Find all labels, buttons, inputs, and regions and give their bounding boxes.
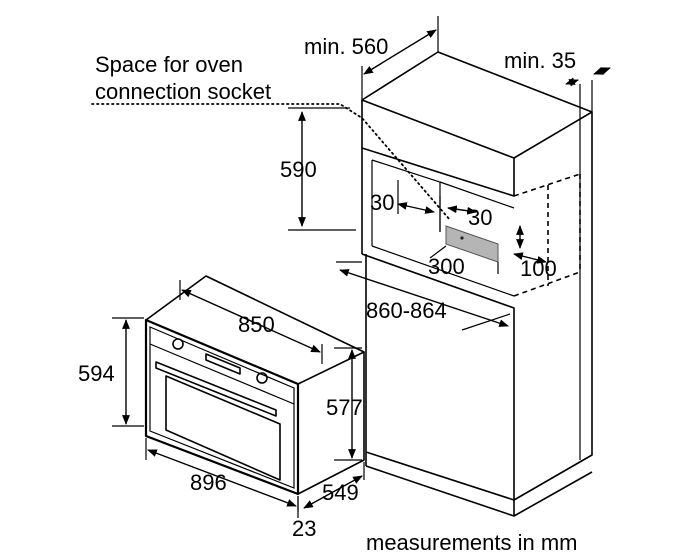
dim-oven-depth: 549 [322, 480, 359, 505]
tall-cabinet [361, 51, 593, 517]
dimension-lines [112, 16, 611, 518]
dim-socket-right: 30 [468, 205, 492, 230]
dim-cabinet-min-35: min. 35 [504, 48, 576, 73]
dim-oven-top-width: 850 [238, 312, 275, 337]
dim-socket-left: 30 [370, 190, 394, 215]
dim-oven-width: 896 [190, 470, 227, 495]
socket-note-line2: connection socket [95, 79, 271, 104]
socket-leader-line [91, 103, 451, 221]
dim-niche-height: 860-864 [366, 298, 447, 323]
dim-front-thickness: 23 [292, 516, 316, 541]
dim-socket-height: 590 [280, 157, 317, 182]
dim-oven-side-height: 577 [326, 395, 363, 420]
dim-socket-width: 300 [428, 254, 465, 279]
units-caption: measurements in mm [366, 530, 578, 555]
dim-cabinet-width: min. 560 [304, 34, 388, 59]
socket-note-line1: Space for oven [95, 52, 243, 77]
dim-socket-depth: 100 [520, 256, 557, 281]
dim-oven-front-height: 594 [78, 361, 115, 386]
